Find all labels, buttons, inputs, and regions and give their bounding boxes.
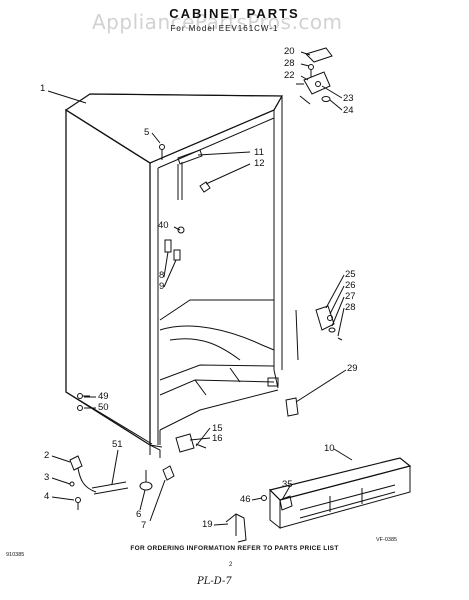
lower-right-hinge	[295, 305, 343, 361]
callout-4: 4	[44, 491, 50, 502]
callout-49: 49	[98, 391, 109, 402]
callout-35: 35	[282, 479, 293, 490]
callout-15: 15	[212, 423, 223, 434]
callout-9: 9	[159, 281, 165, 292]
callout-2: 2	[44, 450, 50, 461]
bracket-29	[285, 397, 299, 417]
callout-40: 40	[158, 220, 169, 231]
callout-26: 26	[345, 280, 356, 291]
leader-lines	[47, 51, 353, 526]
cabinet-shell	[64, 93, 284, 458]
top-hinge-assembly	[296, 47, 333, 105]
callout-16: 16	[212, 433, 223, 444]
callout-46: 46	[240, 494, 251, 505]
callout-51: 51	[112, 439, 123, 450]
toe-grille	[268, 457, 412, 530]
callout-25: 25	[345, 269, 356, 280]
model-line: For Model EEV161CW-1	[170, 24, 279, 33]
screw-and-bracket	[159, 144, 211, 261]
diagram-title: CABINET PARTS	[169, 6, 300, 21]
callout-12: 12	[254, 158, 265, 169]
callout-19: 19	[202, 519, 213, 530]
handwritten-note: PL-D-7	[197, 576, 232, 587]
callout-29: 29	[347, 363, 358, 374]
drain-parts	[69, 433, 207, 510]
callout-6: 6	[136, 509, 142, 520]
callout-3: 3	[44, 472, 50, 483]
callout-10: 10	[324, 443, 335, 454]
watermark: AppliancePartsPros.com	[92, 10, 343, 34]
callout-5: 5	[144, 127, 150, 138]
page-number: 2	[229, 562, 233, 568]
lower-brackets	[225, 495, 293, 543]
callout-20: 20	[284, 46, 295, 57]
callout-27: 27	[345, 291, 356, 302]
callout-50: 50	[98, 402, 109, 413]
callout-1: 1	[40, 83, 46, 94]
drawing-code-left: 910385	[6, 552, 25, 558]
callout-24: 24	[343, 105, 354, 116]
callout-8: 8	[159, 270, 165, 281]
drawing-code-right: VF-0385	[376, 537, 398, 543]
callout-22: 22	[284, 70, 295, 81]
callout-28-lower: 28	[345, 302, 356, 313]
callout-28-top: 28	[284, 58, 295, 69]
ordering-note: FOR ORDERING INFORMATION REFER TO PARTS …	[130, 545, 339, 552]
side-fasteners	[77, 393, 90, 411]
callout-11: 11	[254, 147, 264, 158]
callout-23: 23	[343, 93, 354, 104]
callout-7: 7	[141, 520, 147, 531]
